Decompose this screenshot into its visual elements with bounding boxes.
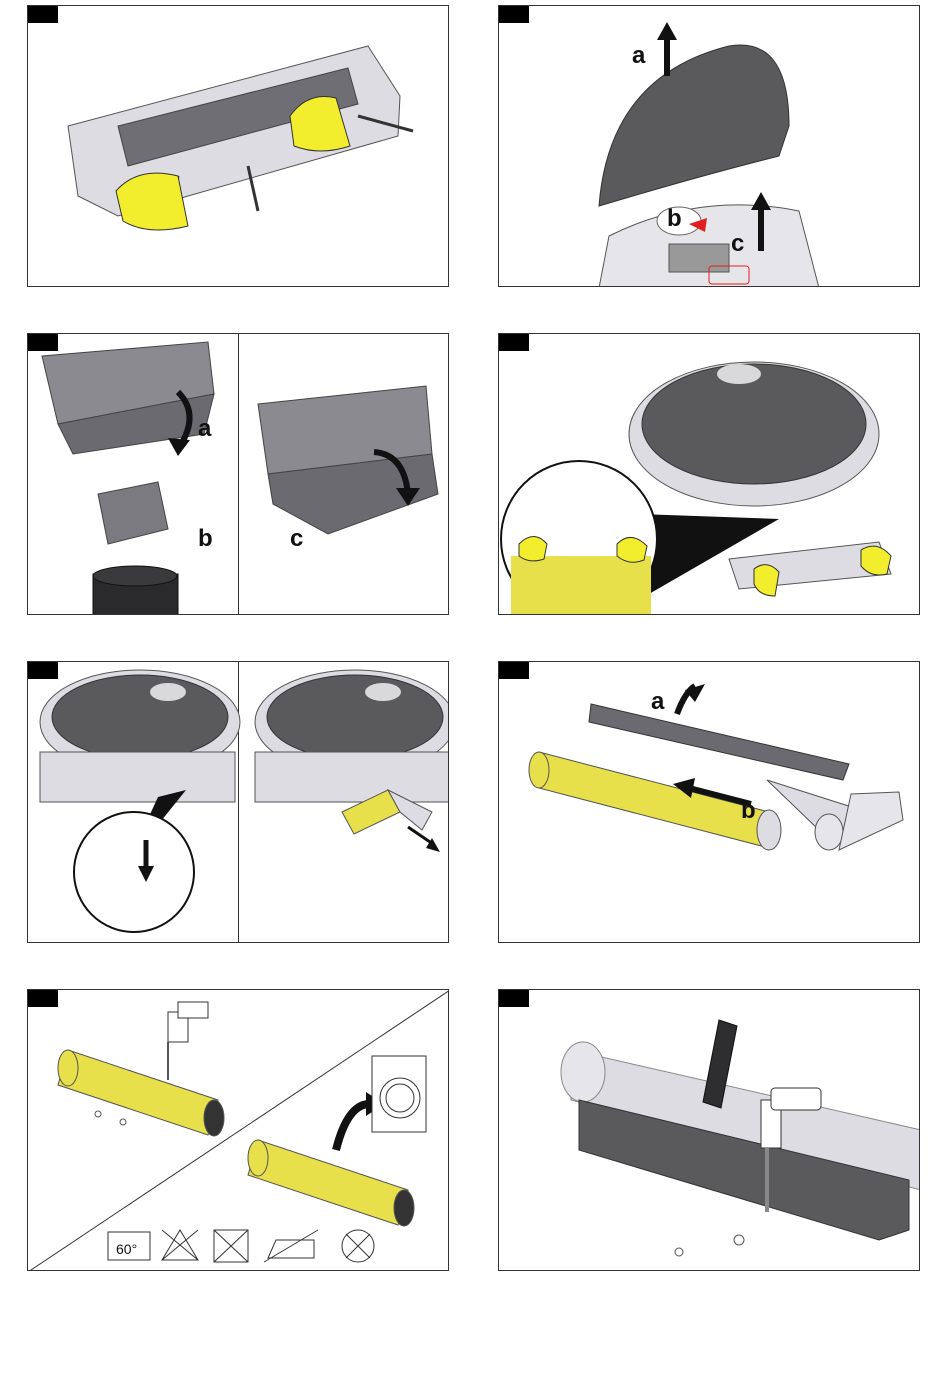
figure-8-panel <box>498 989 920 1271</box>
roller-washing-illustration: 60° <box>28 990 449 1271</box>
label-b: b <box>667 205 682 232</box>
figure-1-panel <box>27 5 449 287</box>
label-c: c <box>290 525 303 552</box>
label-a: a <box>632 42 646 69</box>
label-a: a <box>198 415 212 442</box>
wash-temperature-label: 60° <box>116 1241 137 1257</box>
robot-bottom-view-illustration <box>28 6 449 287</box>
dust-container-illustration: a b c <box>28 334 449 615</box>
label-b: b <box>198 525 213 552</box>
label-a: a <box>651 688 665 715</box>
roller-removal-illustration <box>28 662 449 943</box>
figure-2-panel: a b c <box>498 5 920 287</box>
roller-separation-illustration: a b <box>499 662 920 943</box>
figure-3-panel: a b c <box>27 333 449 615</box>
figure-5-panel <box>27 661 449 943</box>
label-b: b <box>741 797 756 824</box>
figure-4-panel <box>498 333 920 615</box>
cover-removal-illustration: a b c <box>499 6 920 287</box>
label-c: c <box>731 230 744 257</box>
mop-holder-rinsing-illustration <box>499 990 920 1271</box>
figure-6-panel: a b <box>498 661 920 943</box>
figure-7-panel: 60° <box>27 989 449 1271</box>
mop-holder-illustration <box>499 334 920 615</box>
